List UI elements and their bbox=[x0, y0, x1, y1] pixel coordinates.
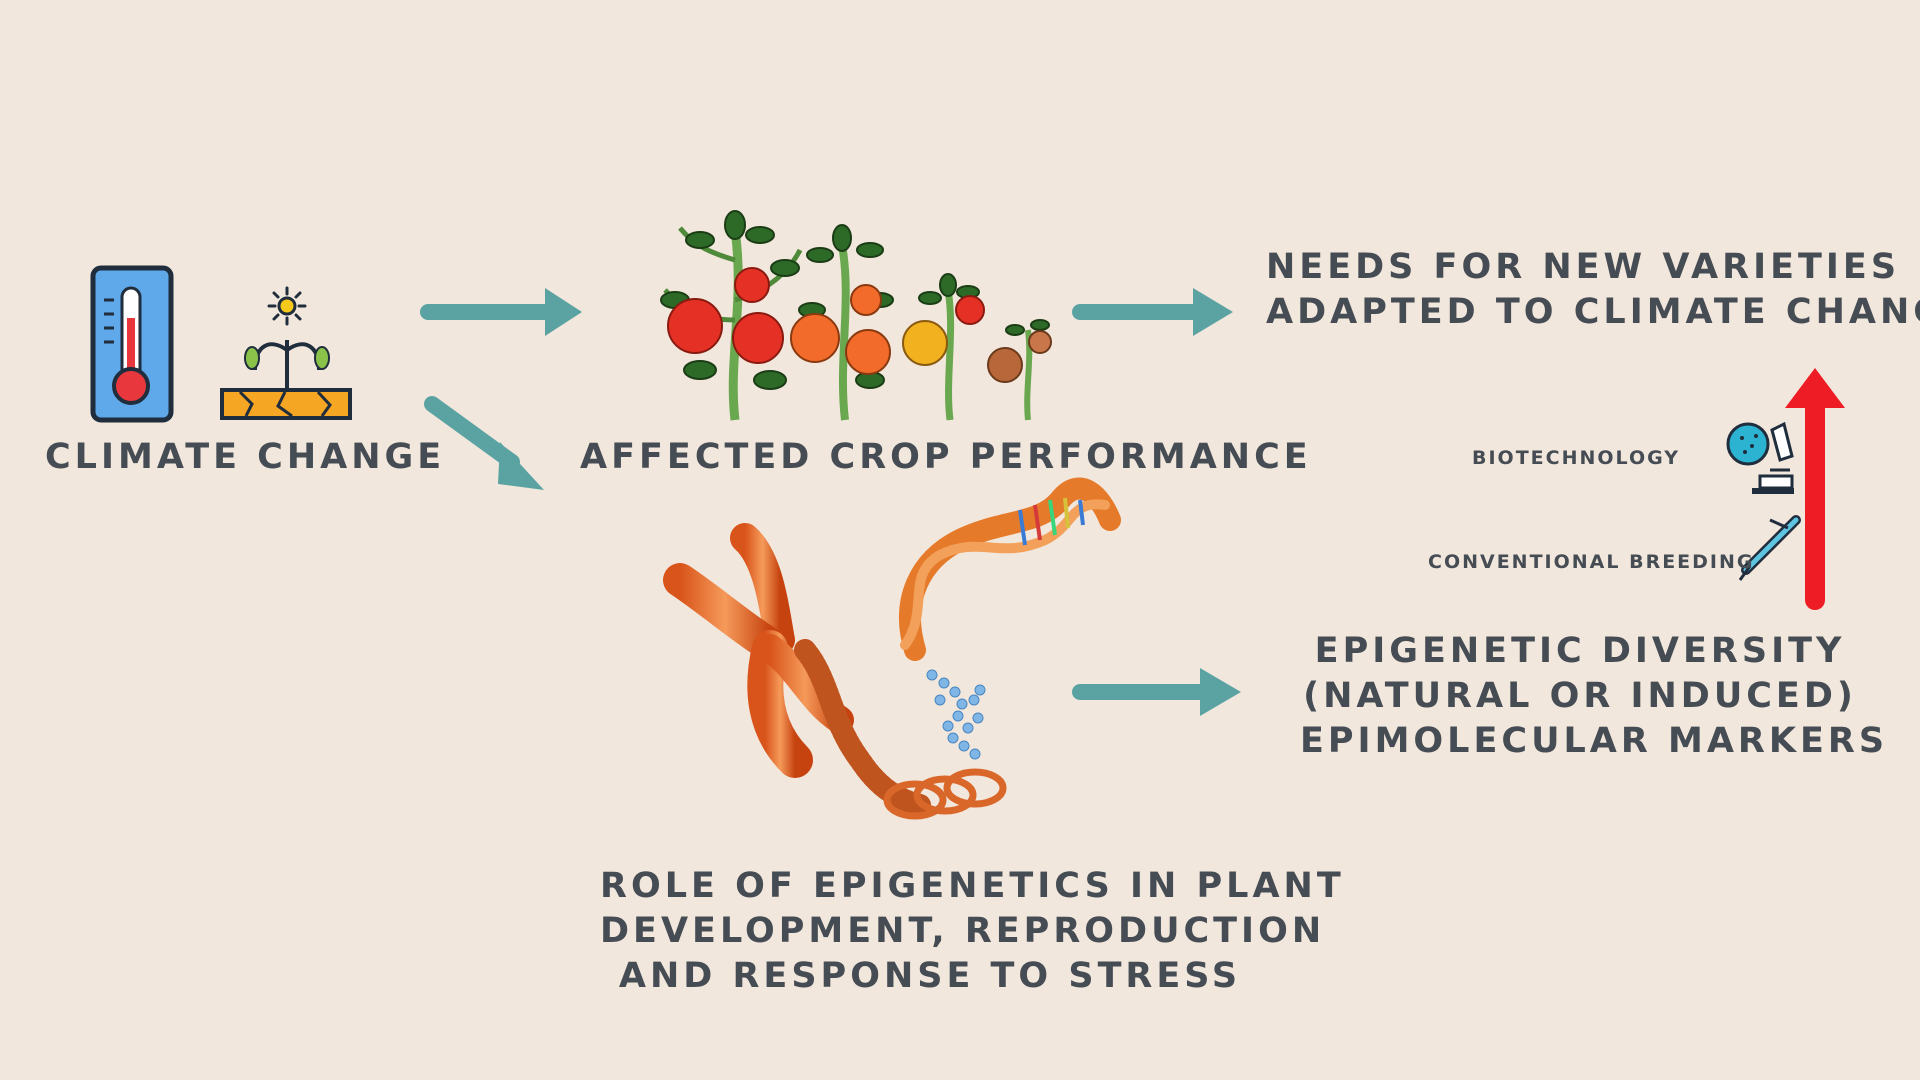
role-of-epigenetics-label: ROLE OF EPIGENETICS IN PLANT DEVELOPMENT… bbox=[600, 864, 1345, 999]
affected-crop-label: AFFECTED CROP PERFORMANCE bbox=[580, 437, 1312, 477]
needs-label: NEEDS FOR NEW VARIETIES ADAPTED TO CLIMA… bbox=[1266, 245, 1920, 335]
needs-line-1: NEEDS FOR NEW VARIETIES bbox=[1266, 247, 1901, 287]
climate-change-label: CLIMATE CHANGE bbox=[45, 437, 446, 477]
diversity-line-2: (NATURAL OR INDUCED) bbox=[1303, 676, 1857, 716]
needs-line-2: ADAPTED TO CLIMATE CHANGE bbox=[1266, 292, 1920, 332]
role-line-2: DEVELOPMENT, REPRODUCTION bbox=[600, 911, 1326, 951]
conventional-breeding-label: CONVENTIONAL BREEDING bbox=[1428, 551, 1755, 573]
role-line-1: ROLE OF EPIGENETICS IN PLANT bbox=[600, 866, 1345, 906]
arrow-up-red bbox=[1785, 368, 1845, 610]
arrow-climate-to-epigenetics bbox=[424, 396, 544, 490]
drought-plant-icon bbox=[220, 286, 352, 420]
thermometer-icon bbox=[90, 265, 174, 423]
arrow-epigenetics-to-diversity bbox=[1072, 668, 1241, 716]
arrow-climate-to-crop bbox=[420, 288, 582, 336]
epigenetic-diversity-label: EPIGENETIC DIVERSITY (NATURAL OR INDUCED… bbox=[1300, 629, 1889, 764]
arrow-crop-to-needs bbox=[1072, 288, 1233, 336]
chromosome-dna-illustration bbox=[663, 477, 1121, 820]
diversity-line-1: EPIGENETIC DIVERSITY bbox=[1314, 631, 1846, 671]
role-line-3: AND RESPONSE TO STRESS bbox=[618, 956, 1242, 996]
tomato-plants-illustration bbox=[660, 210, 1052, 421]
pipette-icon bbox=[1738, 515, 1801, 581]
diversity-line-3: EPIMOLECULAR MARKERS bbox=[1300, 721, 1889, 761]
microscope-icon bbox=[1726, 421, 1794, 494]
biotechnology-label: BIOTECHNOLOGY bbox=[1472, 447, 1681, 469]
